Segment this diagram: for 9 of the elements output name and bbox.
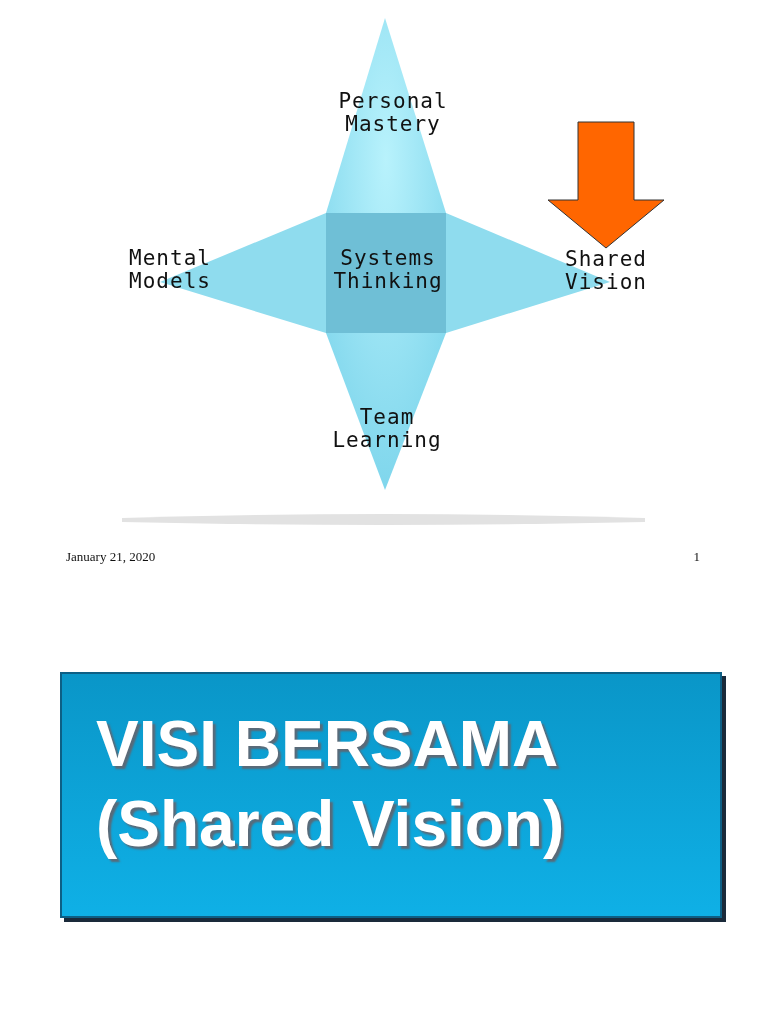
concept-label: Shared Vision <box>548 248 664 294</box>
concept-label: Personal Mastery <box>318 90 468 136</box>
concept-label: Systems Thinking <box>308 247 468 293</box>
concept-label: Mental Models <box>112 247 228 293</box>
title-text: VISI BERSAMA (Shared Vision) <box>96 707 566 862</box>
concept-label: Team Learning <box>312 406 462 452</box>
footer-date: January 21, 2020 <box>66 549 156 565</box>
page-number: 1 <box>693 549 700 565</box>
block-arrow <box>547 121 665 249</box>
